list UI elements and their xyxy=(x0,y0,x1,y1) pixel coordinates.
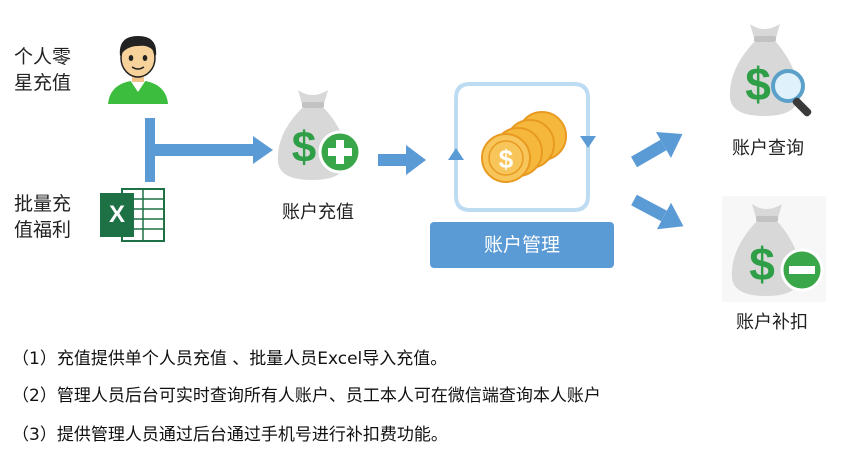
query-label: 账户查询 xyxy=(732,138,804,159)
batch-recharge-label: 批量充 值福利 xyxy=(14,193,72,241)
note-1: （1）充值提供单个人员充值 、批量人员Excel导入充值。 xyxy=(12,349,448,369)
svg-text:$: $ xyxy=(749,238,775,290)
account-management-box: 账户管理 xyxy=(430,222,614,268)
management-label: 账户管理 xyxy=(483,234,560,256)
svg-text:$: $ xyxy=(499,144,514,174)
svg-text:$: $ xyxy=(745,58,771,110)
person-avatar-icon xyxy=(108,36,168,104)
recharge-label: 账户充值 xyxy=(282,202,354,223)
money-bag-search-icon: $ xyxy=(729,24,812,117)
deduct-label: 账户补扣 xyxy=(736,312,808,333)
dollar-sign: $ xyxy=(292,123,316,172)
excel-file-icon: X xyxy=(100,185,166,245)
note-3: （3）提供管理人员通过后台通过手机号进行补扣费功能。 xyxy=(12,425,448,445)
note-2: （2）管理人员后台可实时查询所有人账户、员工本人可在微信端查询本人账户 xyxy=(12,386,601,406)
coins-icon: $ xyxy=(481,111,567,183)
money-bag-minus-icon: $ xyxy=(722,196,826,302)
account-management-cycle: $ xyxy=(448,82,596,212)
individual-recharge-label: 个人零 星充值 xyxy=(14,46,72,94)
excel-letter: X xyxy=(108,201,125,228)
money-bag-plus-icon: $ xyxy=(277,90,362,180)
